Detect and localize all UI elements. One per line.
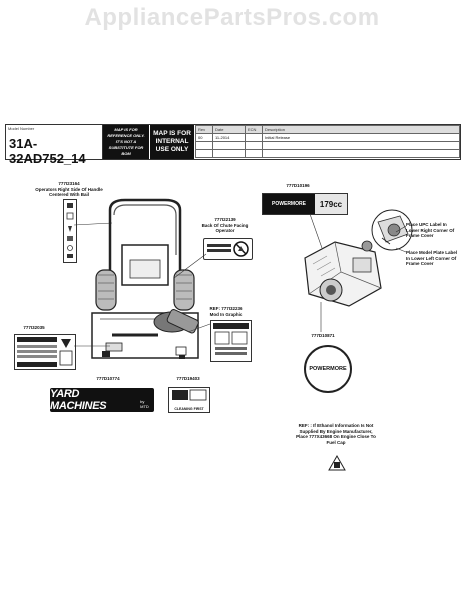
chute-label-part: 777I22139: [214, 217, 236, 222]
date-header: Date: [212, 125, 246, 134]
left-decal-graphic: [17, 337, 73, 367]
powermore-cc-decal: POWERMORE 179cc: [262, 193, 348, 215]
model-number: 31A-32AD752_14: [9, 136, 86, 166]
rev-header: Rev: [195, 125, 213, 134]
chute-leader-line: [173, 253, 207, 279]
yard-machines-sub: by MTD: [140, 399, 149, 409]
operator-label-caption: 777I23164 Operators Right Side Of Handle…: [26, 181, 112, 198]
reference-warning-text: MAP IS FOR REFERENCE ONLY. IT'S NOT A SU…: [107, 127, 145, 156]
description-cell: Initial Release: [262, 133, 460, 142]
revision-row: [195, 141, 460, 150]
engine-ref-graphic: [213, 323, 249, 355]
description-header: Description: [262, 125, 460, 134]
chute-label-caption: 777I22139 Back Of Chute Facing Operator: [193, 217, 257, 234]
reference-warning: MAP IS FOR REFERENCE ONLY. IT'S NOT A SU…: [103, 125, 149, 159]
detail-magnifier: [371, 209, 413, 251]
operator-leader-line: [74, 222, 113, 226]
left-leader-line: [74, 345, 110, 347]
brand-label-caption: 777D10774: [88, 376, 128, 382]
model-cell: Model Number 31A-32AD752_14: [6, 125, 103, 166]
small-label-caption: 777D19403: [170, 376, 206, 382]
rating-note: Place Model Plate Label In Lower Left Co…: [406, 250, 458, 266]
chute-decal-graphic: [207, 241, 249, 257]
model-label: Model Number: [8, 126, 35, 131]
yard-machines-text: YARD MACHINES: [50, 388, 107, 412]
revision-row: 00 11-2014 Initial Release: [195, 133, 460, 142]
powermore-round-decal: POWERMORE: [304, 345, 352, 393]
engine-circle-leader: [320, 302, 322, 332]
engine-cc: 179cc: [315, 194, 347, 214]
internal-use-notice: MAP IS FOR INTERNAL USE ONLY: [150, 125, 194, 159]
engine-ref-leader: [187, 323, 211, 333]
ethanol-note: REF: : If Ethanol Information Is Not Sup…: [296, 423, 376, 445]
engine-ref-part: REF: 777I32236: [209, 306, 243, 311]
operator-decal: [63, 199, 77, 263]
engine-top-caption: 777D10196: [278, 183, 318, 189]
powermore-round-text: POWERMORE: [309, 366, 347, 372]
upc-note: Place UPC Label In Lower Right Corner Of…: [406, 222, 455, 238]
brand-label-part: 777D10774: [96, 376, 120, 381]
internal-use-text: MAP IS FOR INTERNAL USE ONLY: [153, 130, 191, 153]
snow-blower-illustration: [91, 198, 199, 359]
ethanol-icon: [328, 455, 346, 471]
engine-ref-decal: [210, 320, 252, 362]
ecn-cell: [245, 133, 263, 142]
small-decal-text: CLEANING FIRST: [174, 407, 204, 411]
engine-circle-caption: 777D10871: [305, 333, 341, 339]
engine-top-part: 777D10196: [286, 183, 310, 188]
chute-label-desc: Back Of Chute Facing Operator: [201, 222, 249, 234]
engine-illustration: [304, 240, 382, 307]
revision-header-row: Rev Date ECN Description: [195, 125, 460, 134]
engine-ref-caption: REF: 777I32236 Mod In Graphic: [199, 306, 253, 317]
operator-label-desc: Operators Right Side Of Handle Centered …: [35, 186, 103, 198]
header-block: Model Number 31A-32AD752_14 MAP IS FOR R…: [5, 124, 461, 166]
engine-circle-part: 777D10871: [311, 333, 335, 338]
operator-label-part: 777I23164: [58, 181, 80, 186]
small-decal: CLEANING FIRST: [168, 387, 210, 413]
date-cell: 11-2014: [212, 133, 246, 142]
notes-leaders: [395, 225, 407, 253]
left-decal: [14, 334, 76, 370]
engine-ref-desc: Mod In Graphic: [209, 311, 243, 317]
chute-decal: [203, 238, 253, 260]
engine-top-leader: [309, 213, 323, 249]
operator-decal-icons: [66, 203, 74, 258]
ecn-header: ECN: [245, 125, 263, 134]
watermark: AppliancePartsPros.com: [84, 4, 380, 31]
left-label-part: 777I32035: [23, 325, 45, 330]
rev-cell: 00: [195, 133, 213, 142]
revision-table: Rev Date ECN Description 00 11-2014 Init…: [195, 125, 460, 159]
revision-row: [195, 149, 460, 158]
small-decal-graphic: [172, 389, 207, 401]
powermore-brand: POWERMORE: [263, 194, 315, 214]
left-label-caption: 777I32035: [14, 325, 54, 331]
yard-machines-decal: YARD MACHINES by MTD: [50, 388, 154, 412]
small-label-part: 777D19403: [176, 376, 200, 381]
